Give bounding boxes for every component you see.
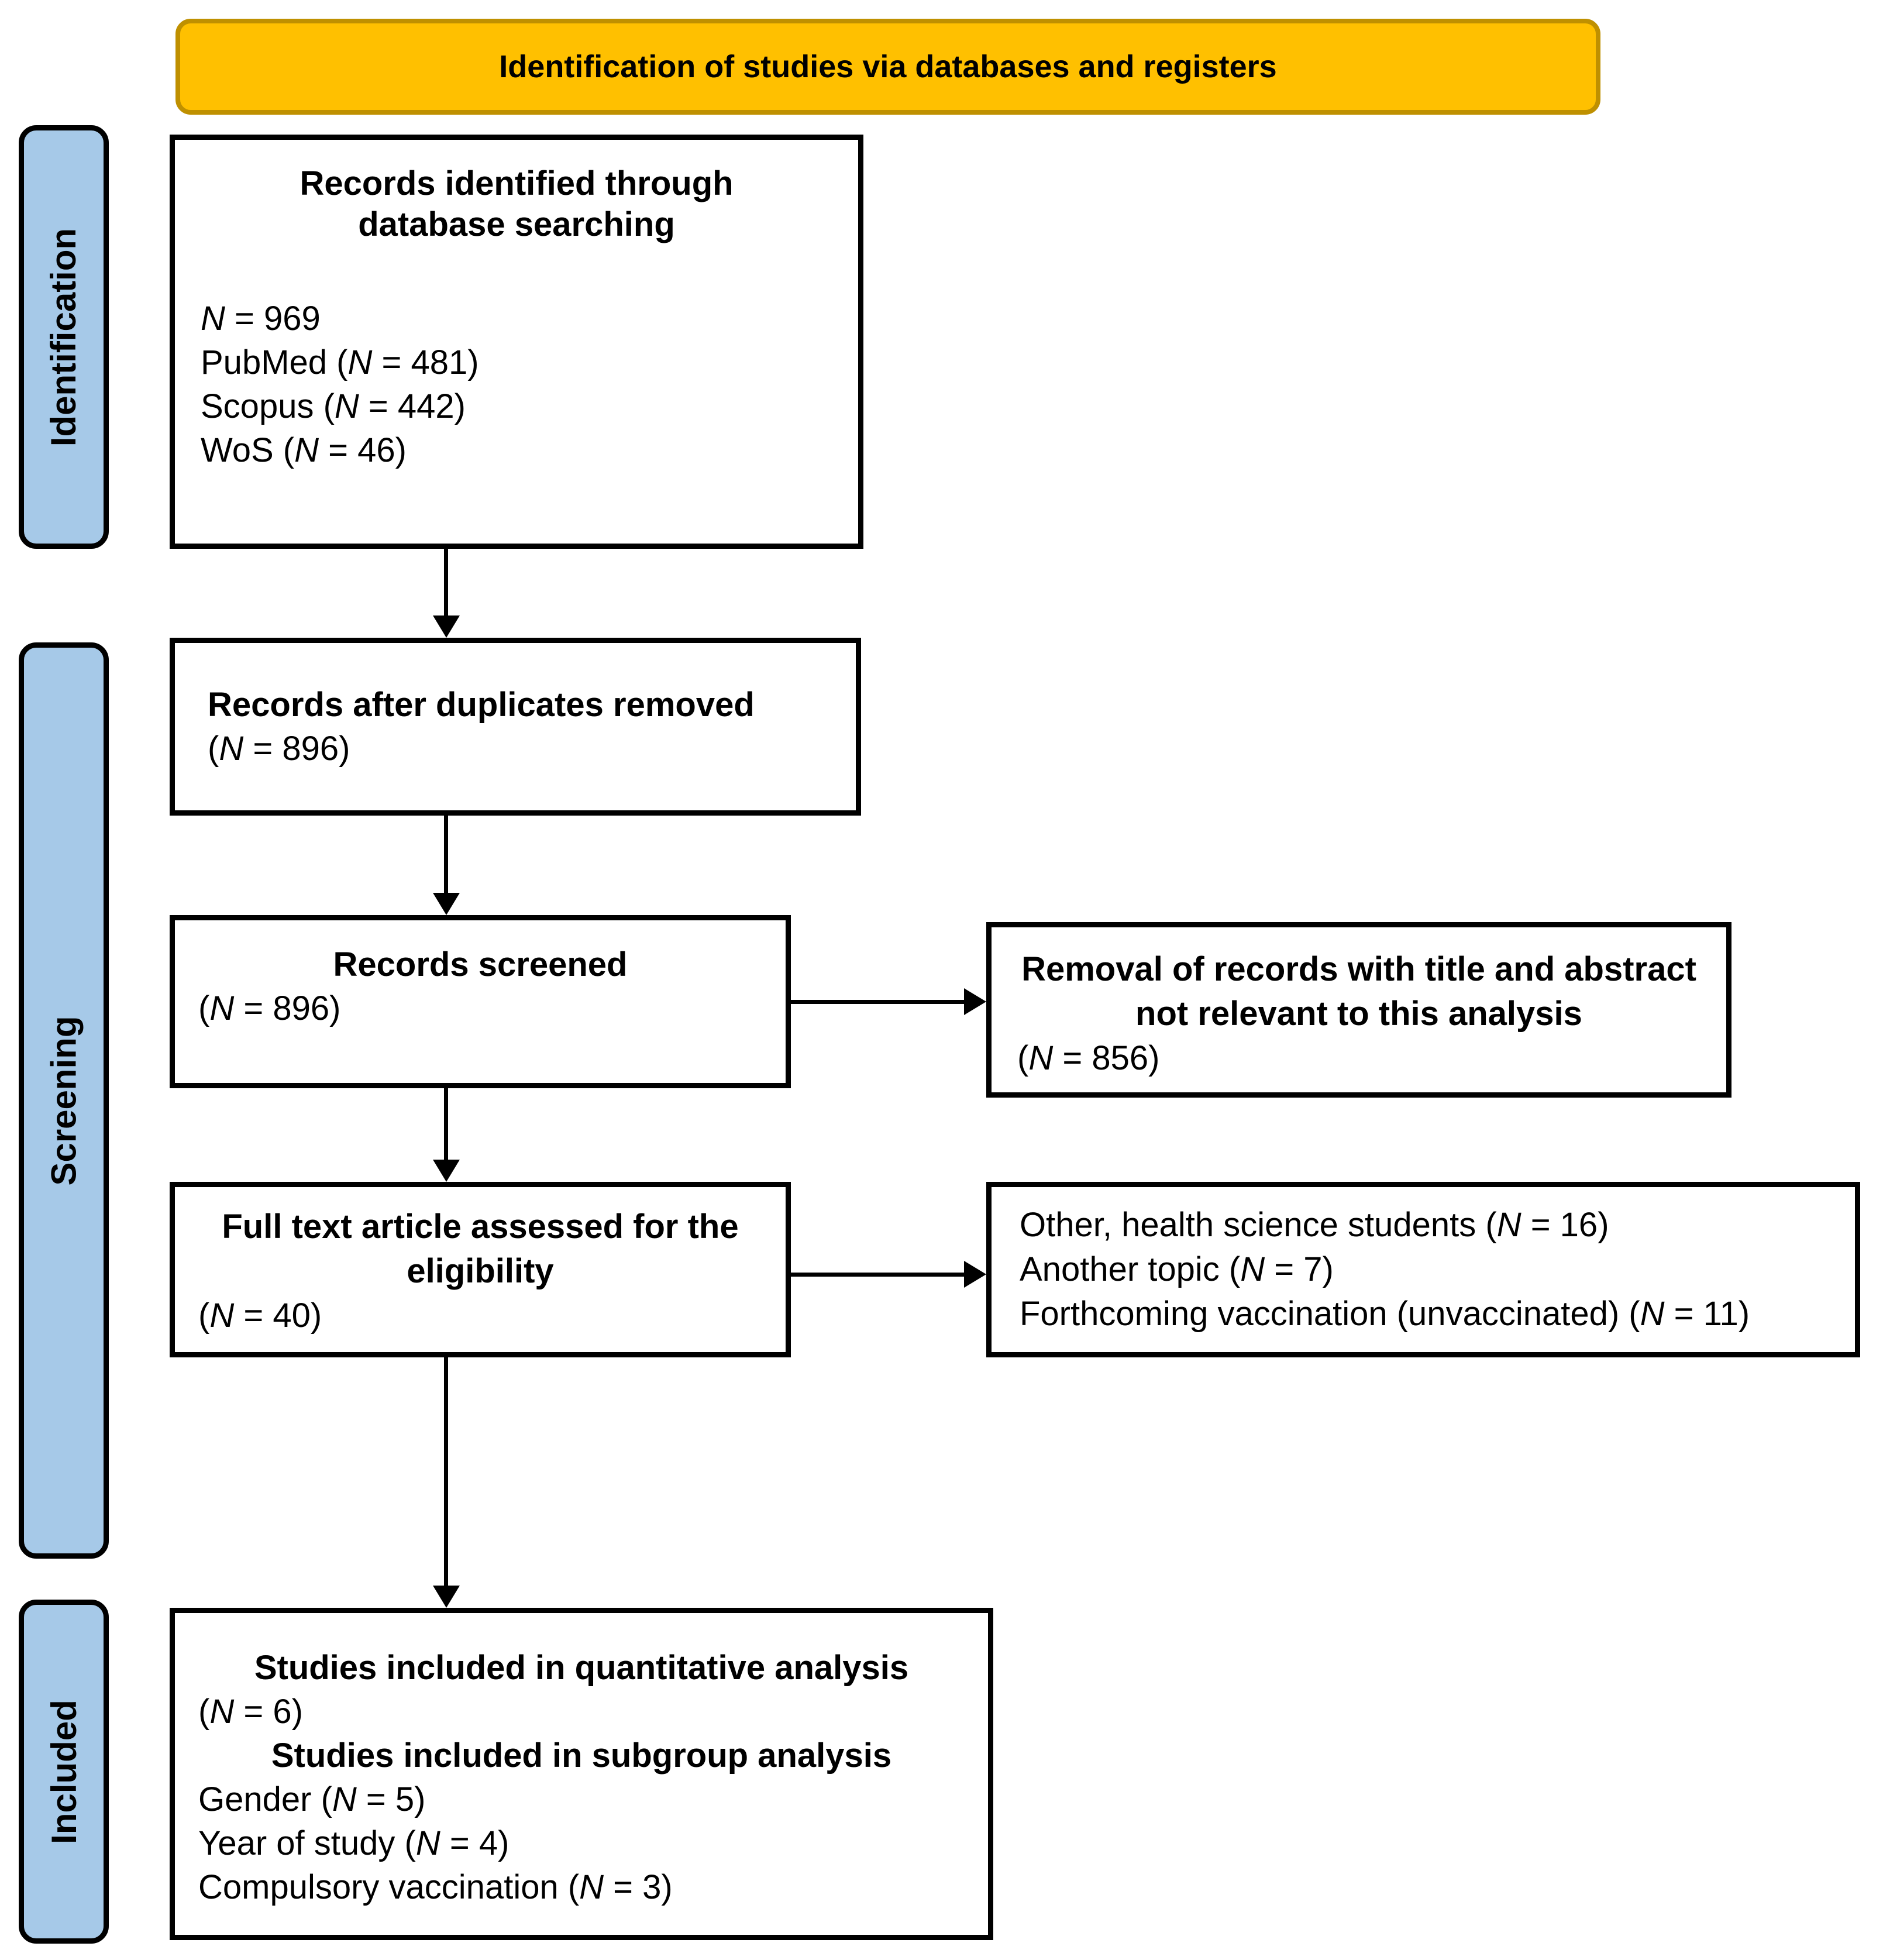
arrow-down-head [433, 1586, 460, 1608]
box-full-text-assessed: Full text article assessed for the eligi… [170, 1182, 791, 1357]
stat-line: (N = 6) [198, 1693, 303, 1731]
stat-line: (N = 856) [1017, 1039, 1160, 1077]
excluded-reason-line: Other, health science students (N = 16) [1020, 1206, 1609, 1244]
box-records-identified-lines: N = 969 PubMed (N = 481) Scopus (N = 442… [201, 297, 858, 472]
box-duplicates-removed: Records after duplicates removed (N = 89… [170, 638, 861, 816]
excluded-reason-line: Forthcoming vaccination (unvaccinated) (… [1020, 1295, 1750, 1333]
stat-line: N = 969 [201, 300, 321, 338]
box-studies-included: Studies included in quantitative analysi… [170, 1608, 993, 1940]
arrow-screened-to-fulltext [444, 1088, 448, 1162]
banner-title: Identification of studies via databases … [499, 49, 1277, 84]
arrow-right-head [964, 988, 986, 1015]
stat-line: WoS (N = 46) [201, 431, 407, 469]
stat-line: (N = 40) [198, 1297, 322, 1335]
box-title-abstract-removed-title: Removal of records with title and abstra… [1021, 950, 1696, 1033]
stat-line: Scopus (N = 442) [201, 387, 466, 425]
arrow-fulltext-to-excluded [791, 1273, 966, 1277]
box-records-identified-title: Records identified through database sear… [300, 164, 734, 243]
banner-identification-of-studies: Identification of studies via databases … [175, 19, 1600, 115]
box-title-abstract-removed: Removal of records with title and abstra… [986, 922, 1731, 1098]
arrow-screened-to-removal [791, 1000, 966, 1004]
box-duplicates-removed-title: Records after duplicates removed [208, 686, 755, 724]
subgroup-line: Compulsory vaccination (N = 3) [198, 1868, 673, 1906]
subgroup-line: Year of study (N = 4) [198, 1824, 510, 1862]
stat-line: (N = 896) [208, 730, 350, 768]
arrow-down-head [433, 615, 460, 638]
stage-label-screening: Screening [44, 1015, 84, 1186]
stat-line: PubMed (N = 481) [201, 343, 479, 381]
box-full-text-assessed-title: Full text article assessed for the eligi… [222, 1208, 739, 1290]
stat-line: (N = 896) [198, 989, 341, 1027]
arrow-down-head [433, 893, 460, 915]
included-subgroup-title: Studies included in subgroup analysis [271, 1737, 892, 1775]
subgroup-line: Gender (N = 5) [198, 1780, 426, 1818]
arrow-duplicates-to-screened [444, 816, 448, 894]
box-full-text-excluded: Other, health science students (N = 16) … [986, 1182, 1860, 1357]
box-records-screened: Records screened (N = 896) [170, 915, 791, 1088]
arrow-right-head [964, 1261, 986, 1288]
box-records-screened-title: Records screened [333, 945, 628, 984]
stage-bar-identification: Identification [19, 125, 109, 549]
arrow-identified-to-duplicates [444, 549, 448, 618]
stage-bar-included: Included [19, 1600, 109, 1944]
included-quantitative-title: Studies included in quantitative analysi… [254, 1649, 909, 1687]
stage-bar-screening: Screening [19, 642, 109, 1559]
excluded-reason-line: Another topic (N = 7) [1020, 1250, 1334, 1288]
stage-label-included: Included [44, 1699, 84, 1844]
arrow-fulltext-to-included [444, 1357, 448, 1588]
arrow-down-head [433, 1160, 460, 1182]
box-records-identified: Records identified through database sear… [170, 135, 863, 549]
stage-label-identification: Identification [44, 228, 84, 446]
